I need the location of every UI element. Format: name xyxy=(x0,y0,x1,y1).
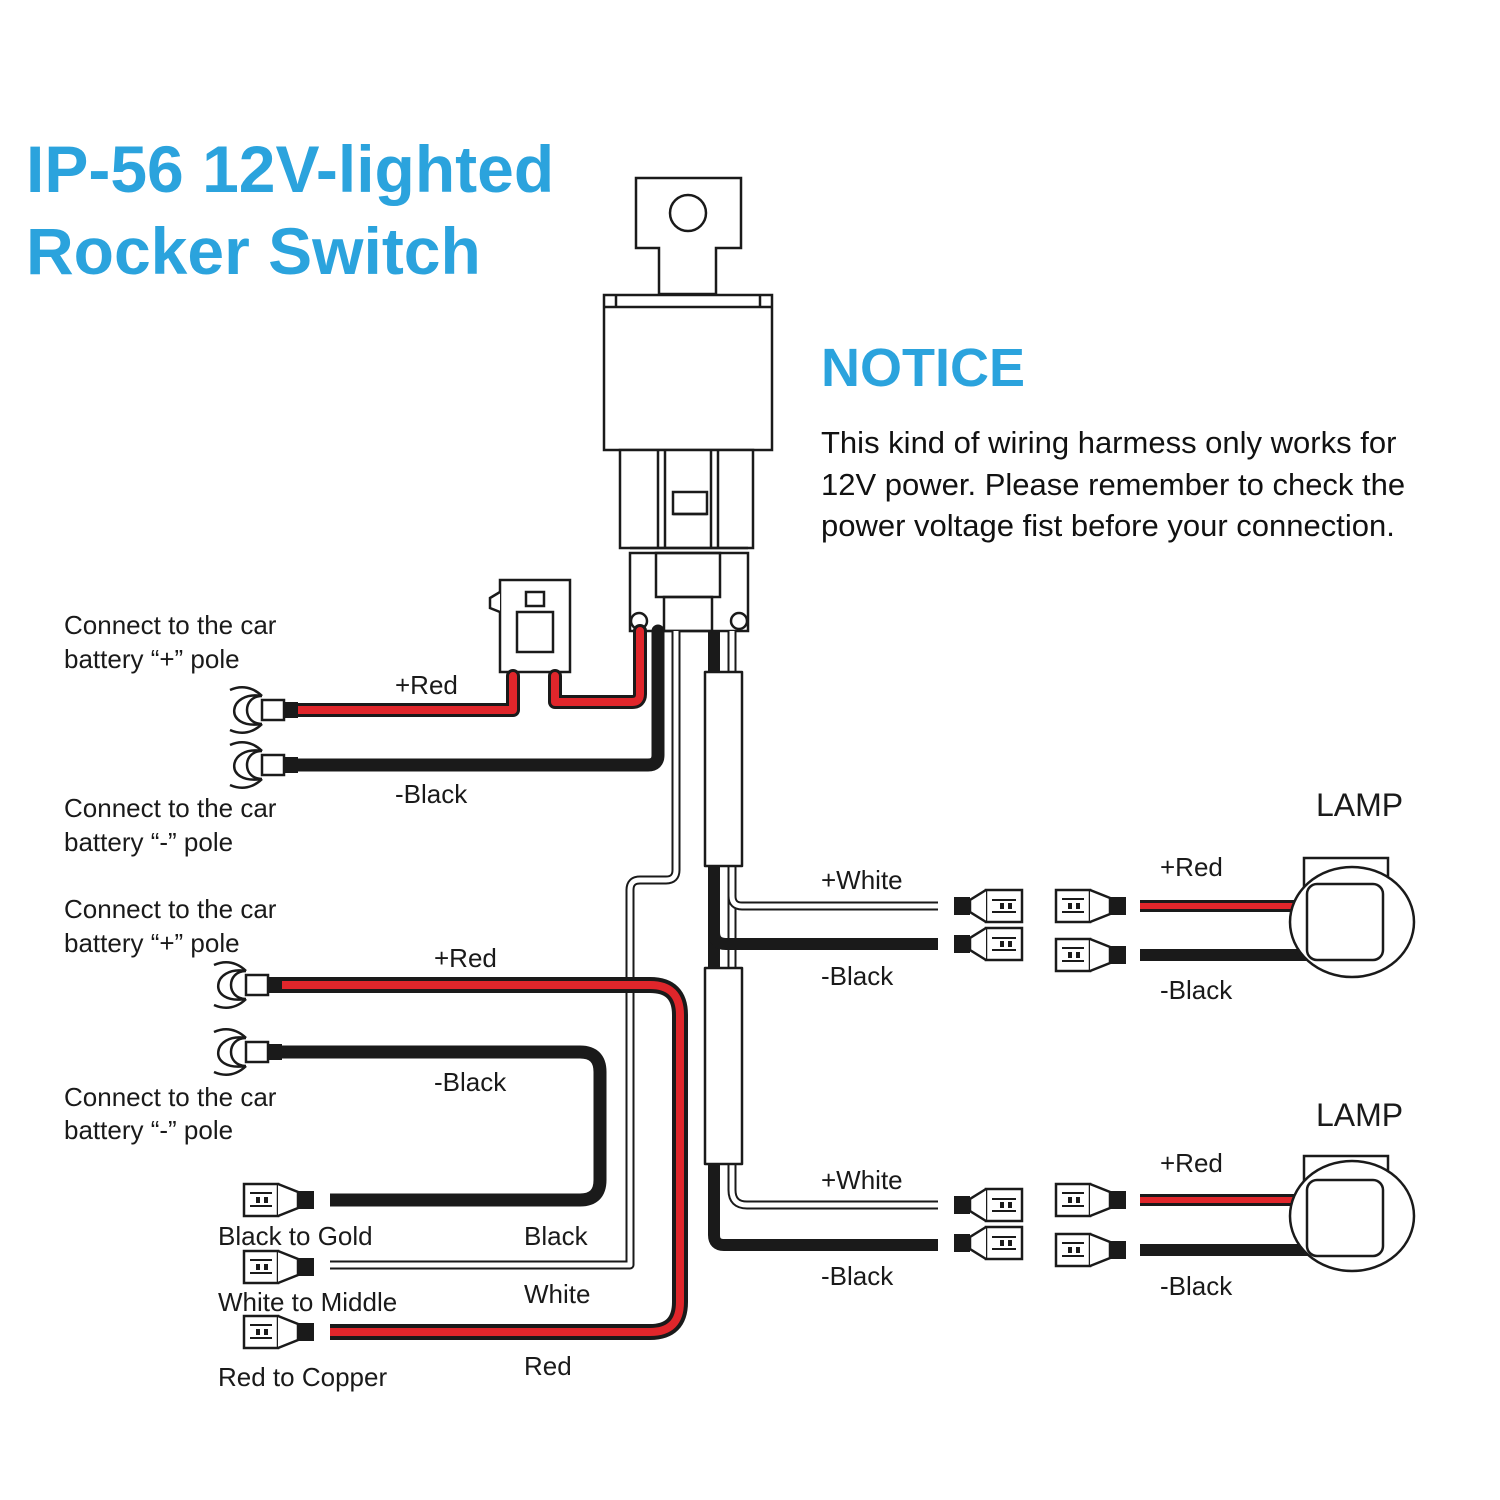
harness-trunk xyxy=(330,631,938,1270)
lamp-1-white-label: +White xyxy=(821,865,903,895)
battery-label-2-line2: battery “-” pole xyxy=(64,827,233,857)
upper-battery-wires xyxy=(289,624,665,772)
switch-connector-black[interactable] xyxy=(242,1182,316,1218)
fuse-holder xyxy=(488,578,572,674)
battery-label-3-line2: battery “+” pole xyxy=(64,928,240,958)
notice-line-1: This kind of wiring harmess only works f… xyxy=(821,425,1397,460)
wire-label-red-lower: +Red xyxy=(434,943,497,973)
connector-label-white: White to Middle xyxy=(218,1287,397,1317)
connector-label-red: Red to Copper xyxy=(218,1362,387,1392)
lamp-1-black-out-label: -Black xyxy=(1160,975,1233,1005)
battery-label-1-line2: battery “+” pole xyxy=(64,644,240,674)
ring-terminal-4 xyxy=(212,1028,284,1076)
lamp-1-harness xyxy=(952,856,1416,979)
connector-wire-black: Black xyxy=(524,1221,589,1251)
lamp-2-black-out-label: -Black xyxy=(1160,1271,1233,1301)
battery-label-3-line1: Connect to the car xyxy=(64,894,277,924)
wire-label-black-upper: -Black xyxy=(395,779,468,809)
lamp-2 xyxy=(1288,1154,1416,1273)
wire-label-red-upper: +Red xyxy=(395,670,458,700)
lamp-1 xyxy=(1288,856,1416,979)
lower-battery-wires xyxy=(280,977,688,1340)
lamp-2-black-in-label: -Black xyxy=(821,1261,894,1291)
lamp-2-harness xyxy=(952,1154,1416,1273)
ring-terminal-1 xyxy=(228,686,300,734)
title-line-2: Rocker Switch xyxy=(26,214,481,288)
title-line-1: IP-56 12V-lighted xyxy=(26,132,555,206)
switch-connector-red[interactable] xyxy=(242,1314,316,1350)
ring-terminal-2 xyxy=(228,741,300,789)
switch-connector-white[interactable] xyxy=(242,1249,316,1285)
lamp-1-black-in-label: -Black xyxy=(821,961,894,991)
lamp-2-white-label: +White xyxy=(821,1165,903,1195)
lamp-1-red-label: +Red xyxy=(1160,852,1223,882)
battery-label-4-line2: battery “-” pole xyxy=(64,1115,233,1145)
battery-label-4-line1: Connect to the car xyxy=(64,1082,277,1112)
battery-label-2-line1: Connect to the car xyxy=(64,793,277,823)
lamp-2-title: LAMP xyxy=(1316,1097,1403,1133)
notice-line-3: power voltage fist before your connectio… xyxy=(821,508,1395,543)
battery-label-1-line1: Connect to the car xyxy=(64,610,277,640)
notice-line-2: 12V power. Please remember to check the xyxy=(821,466,1406,502)
notice-body: This kind of wiring harmess only works f… xyxy=(821,422,1491,547)
wire-label-black-lower: -Black xyxy=(434,1067,507,1097)
lamp-2-red-label: +Red xyxy=(1160,1148,1223,1178)
connector-label-black: Black to Gold xyxy=(218,1221,373,1251)
ring-terminal-3 xyxy=(212,961,284,1009)
relay xyxy=(602,176,774,633)
connector-wire-white: White xyxy=(524,1279,590,1309)
notice-heading: NOTICE xyxy=(821,338,1026,398)
connector-wire-red: Red xyxy=(524,1351,572,1381)
page-title: IP-56 12V-lighted Rocker Switch xyxy=(26,128,554,292)
lamp-1-title: LAMP xyxy=(1316,787,1403,823)
